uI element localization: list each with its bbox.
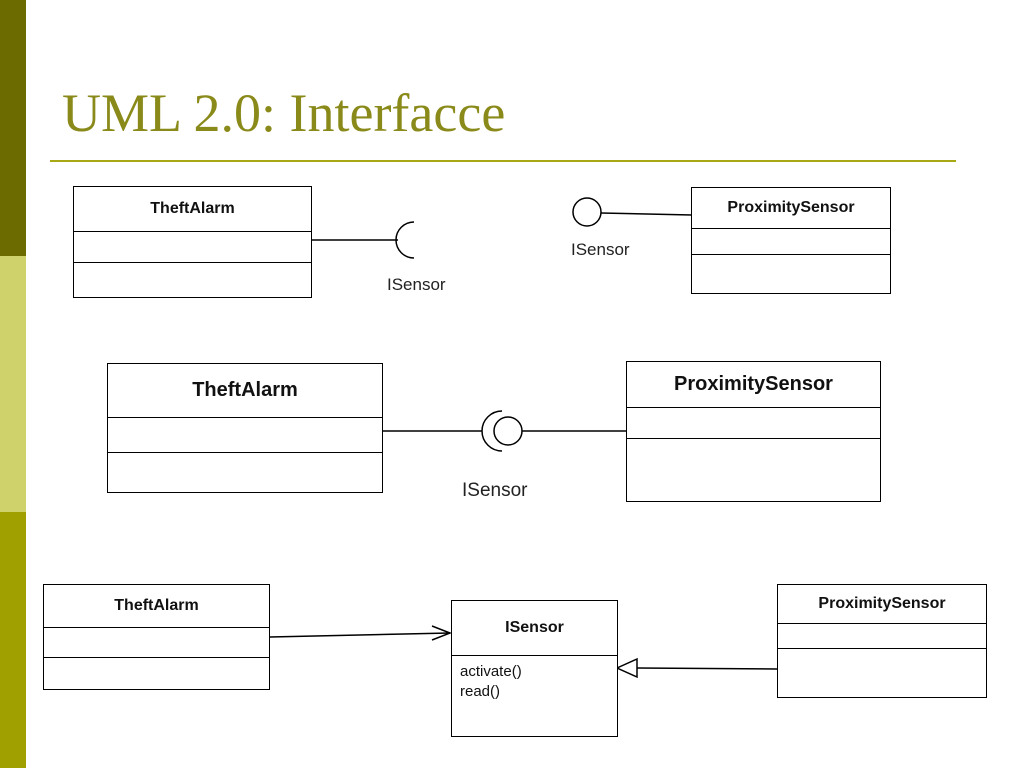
operations-compartment (692, 255, 890, 293)
slide-title: UML 2.0: Interfacce (62, 83, 506, 143)
operations-compartment (778, 649, 986, 697)
row3-realization-line (636, 667, 779, 670)
class-name: ProximitySensor (778, 585, 986, 624)
class-name: ISensor (452, 601, 617, 656)
attributes-compartment (44, 628, 269, 658)
sidebar-band-mid (0, 512, 26, 768)
row2-ball-symbol (493, 416, 523, 446)
row1-provided-interface-label: ISensor (571, 240, 630, 259)
row3-realization-arrowhead (615, 657, 638, 679)
operation-activate: activate() (460, 663, 522, 680)
row3-dependency-arrowhead (431, 625, 453, 641)
row3-theftalarm-class: TheftAlarm (43, 584, 270, 690)
class-name: ProximitySensor (627, 362, 880, 408)
row2-interface-label: ISensor (462, 480, 528, 501)
row1-lollipop-circle (572, 197, 602, 227)
row3-isensor-interface-class: ISensor activate() read() (451, 600, 618, 737)
attributes-compartment (692, 229, 890, 255)
operations-compartment (627, 439, 880, 501)
row2-socket-symbol (481, 410, 503, 452)
attributes-compartment (108, 418, 382, 453)
class-name: TheftAlarm (44, 585, 269, 628)
attributes-compartment (74, 232, 311, 263)
title-divider (50, 160, 956, 162)
operations-compartment: activate() read() (452, 656, 617, 736)
operation-read: read() (460, 683, 501, 700)
sidebar-band-light (0, 256, 26, 512)
row2-theftalarm-class: TheftAlarm (107, 363, 383, 493)
operations-compartment (74, 263, 311, 297)
row3-proximitysensor-class: ProximitySensor (777, 584, 987, 698)
operations-compartment (108, 453, 382, 492)
row2-proximitysensor-class: ProximitySensor (626, 361, 881, 502)
class-name: ProximitySensor (692, 188, 890, 229)
row3-dependency-line (269, 632, 451, 638)
class-name: TheftAlarm (74, 187, 311, 232)
row1-provided-line (600, 212, 693, 216)
attributes-compartment (778, 624, 986, 649)
operations-compartment (44, 658, 269, 689)
row1-socket-symbol (395, 221, 415, 259)
sidebar-band-dark (0, 0, 26, 256)
row1-theftalarm-class: TheftAlarm (73, 186, 312, 298)
class-name: TheftAlarm (108, 364, 382, 418)
attributes-compartment (627, 408, 880, 439)
row1-required-interface-label: ISensor (387, 275, 446, 294)
row1-proximitysensor-class: ProximitySensor (691, 187, 891, 294)
